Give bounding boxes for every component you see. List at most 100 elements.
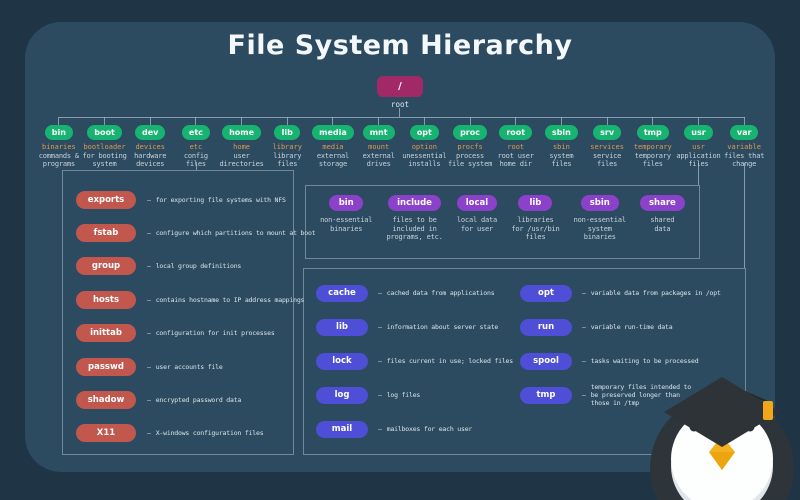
etc-file-desc: –contains hostname to IP address mapping… xyxy=(147,296,304,304)
directory-node: mnt mount external drives xyxy=(356,117,402,169)
dash-glyph: – xyxy=(378,357,382,365)
var-subdir-row: mail –mailboxes for each user xyxy=(316,412,513,446)
dash-glyph: – xyxy=(147,429,151,438)
etc-file-pill: X11 xyxy=(76,424,136,443)
var-subdir-desc-text: variable run-time data xyxy=(590,323,673,331)
directory-term: option xyxy=(411,143,437,151)
var-subdir-desc-text: tasks waiting to be processed xyxy=(590,357,699,365)
etc-file-desc-text: for exporting file systems with NFS xyxy=(155,195,286,204)
var-subdirs-col2: opt –variable data from packages in /opt… xyxy=(520,276,721,412)
var-subdir-desc: –tasks waiting to be processed xyxy=(582,357,699,365)
directory-term: etc xyxy=(189,143,203,151)
usr-subdir-pill: lib xyxy=(518,195,553,211)
dash-glyph: – xyxy=(147,396,151,405)
connector-tick xyxy=(652,117,654,125)
connector-tick xyxy=(743,117,745,125)
usr-subdir-desc: files to be included in programs, etc. xyxy=(386,216,443,241)
directory-pill: usr xyxy=(684,125,713,140)
connector-tick xyxy=(332,117,334,125)
directory-term: temporary xyxy=(633,143,672,151)
connector-tick xyxy=(241,117,243,125)
directory-node: home home user directories xyxy=(219,117,265,169)
etc-file-desc: –user accounts file xyxy=(147,363,223,371)
var-subdir-row: log –log files xyxy=(316,378,513,412)
directory-desc: service files xyxy=(593,151,622,169)
directory-term: procfs xyxy=(457,143,483,151)
directory-desc: external storage xyxy=(316,151,350,169)
etc-file-desc: –encrypted password data xyxy=(147,396,241,404)
directory-desc: config files xyxy=(183,151,208,169)
etc-file-pill: group xyxy=(76,257,136,276)
connector-tick xyxy=(515,117,517,125)
connector-tick xyxy=(423,117,425,125)
directory-pill: root xyxy=(499,125,533,140)
etc-file-pill: hosts xyxy=(76,290,136,309)
var-subdir-row: tmp –temporary files intended to be pres… xyxy=(520,378,721,412)
etc-file-pill: fstab xyxy=(76,224,136,243)
usr-subdir-desc: non-essential binaries xyxy=(320,216,373,233)
connector-tick xyxy=(104,117,106,125)
directory-desc: temporary files xyxy=(634,151,671,169)
etc-file-desc: –local group definitions xyxy=(147,262,241,270)
directory-desc: commands & programs xyxy=(38,151,79,169)
etc-file-row: exports –for exporting file systems with… xyxy=(63,183,293,216)
var-subdirs-panel: cache –cached data from applications lib… xyxy=(303,268,746,455)
dash-glyph: – xyxy=(378,391,382,399)
var-subdirs-col1: cache –cached data from applications lib… xyxy=(316,276,513,446)
directory-pill: boot xyxy=(87,125,122,140)
directory-desc: user directories xyxy=(219,151,264,169)
connector-usr-panel xyxy=(698,163,699,185)
etc-file-row: X11 –X-windows configuration files xyxy=(63,417,293,450)
directory-node: lib library library files xyxy=(264,117,310,169)
connector-tick xyxy=(469,117,471,125)
directory-term: library xyxy=(272,143,303,151)
etc-file-desc: –configuration for init processes xyxy=(147,329,275,337)
dash-glyph: – xyxy=(147,295,151,304)
var-subdir-pill: log xyxy=(316,386,368,404)
etc-file-row: passwd –user accounts file xyxy=(63,350,293,383)
var-subdir-desc: –cached data from applications xyxy=(378,289,495,297)
directory-pill: mnt xyxy=(362,125,395,140)
directory-pill: home xyxy=(222,125,262,140)
directory-node: srv services service files xyxy=(584,117,630,169)
etc-file-row: shadow –encrypted password data xyxy=(63,383,293,416)
connector-tick xyxy=(697,117,699,125)
dash-glyph: – xyxy=(378,323,382,331)
usr-subdir-node: lib libraries for /usr/bin files xyxy=(511,195,560,242)
directory-node: dev devices hardware devices xyxy=(127,117,173,169)
directory-term: usr xyxy=(692,143,705,151)
var-subdir-desc: –variable run-time data xyxy=(582,323,673,331)
usr-subdir-pill: local xyxy=(456,195,498,211)
connector-root-stub xyxy=(399,108,400,117)
directory-pill: etc xyxy=(181,125,210,140)
directory-term: services xyxy=(590,143,624,151)
connector-tick xyxy=(606,117,608,125)
directory-term: devices xyxy=(135,143,165,151)
dash-glyph: – xyxy=(582,289,586,297)
etc-file-row: hosts –contains hostname to IP address m… xyxy=(63,283,304,316)
beak-icon xyxy=(709,436,735,470)
directory-term: bootloader xyxy=(83,143,126,151)
var-subdir-desc: –variable data from packages in /opt xyxy=(582,289,721,297)
usr-subdir-desc: local data for user xyxy=(456,216,498,233)
var-subdir-row: lib –information about server state xyxy=(316,310,513,344)
dash-glyph: – xyxy=(147,262,151,271)
directory-pill: media xyxy=(312,125,354,140)
directory-pill: sbin xyxy=(544,125,578,140)
etc-files-list: exports –for exporting file systems with… xyxy=(63,171,316,450)
connector-tick xyxy=(195,117,197,125)
var-subdir-pill: run xyxy=(520,318,572,336)
directory-pill: lib xyxy=(274,125,301,140)
directory-term: home xyxy=(233,143,251,151)
directory-desc: external drives xyxy=(362,151,395,169)
var-subdir-row: opt –variable data from packages in /opt xyxy=(520,276,721,310)
directory-term: binaries xyxy=(41,143,76,151)
root-node-pill: / xyxy=(377,76,423,97)
etc-file-desc-text: local group definitions xyxy=(155,262,242,271)
directory-pill: proc xyxy=(453,125,487,140)
dash-glyph: – xyxy=(582,391,586,399)
usr-subdir-pill: include xyxy=(388,195,441,211)
usr-subdir-desc: libraries for /usr/bin files xyxy=(511,216,560,241)
var-subdir-desc-text: cached data from applications xyxy=(386,289,495,297)
